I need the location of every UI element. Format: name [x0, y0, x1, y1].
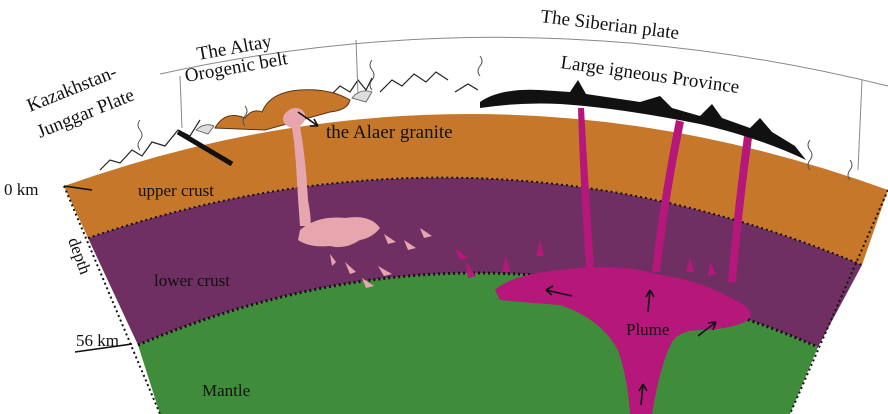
- label-lower-crust: lower crust: [154, 271, 230, 290]
- label-plume: Plume: [626, 320, 669, 339]
- crust-layers: [64, 114, 888, 414]
- label-upper-crust: upper crust: [138, 181, 214, 200]
- label-lip: Large igneous Province: [559, 52, 740, 98]
- label-mantle: Mantle: [202, 381, 250, 400]
- label-depth-top: 0 km: [4, 180, 38, 199]
- label-alaer: the Alaer granite: [326, 122, 453, 143]
- label-depth-bottom: 56 km: [76, 331, 119, 350]
